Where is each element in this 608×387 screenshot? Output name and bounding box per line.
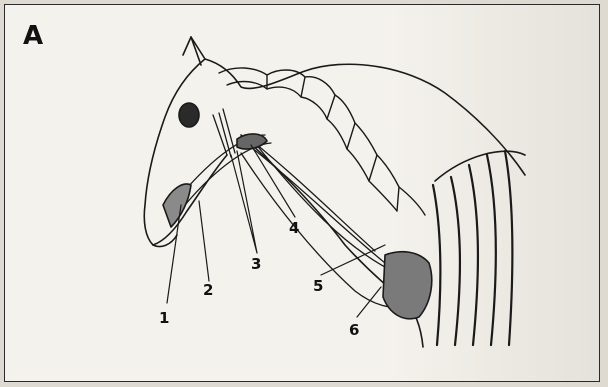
figure-frame: A <box>4 4 600 382</box>
callout-4: 4 <box>289 219 299 237</box>
callout-2: 2 <box>203 281 213 299</box>
callout-3: 3 <box>251 255 261 273</box>
head-outline <box>183 37 525 175</box>
ribs <box>433 151 512 345</box>
horse-neck-anatomy-illustration: 1 2 3 4 5 6 <box>5 5 600 382</box>
eye <box>179 103 199 127</box>
callout-6: 6 <box>349 321 359 339</box>
callout-1: 1 <box>159 309 169 327</box>
shaded-muscle-mass <box>383 252 432 319</box>
callout-5: 5 <box>313 277 323 295</box>
shaded-face-muscle <box>163 184 191 227</box>
